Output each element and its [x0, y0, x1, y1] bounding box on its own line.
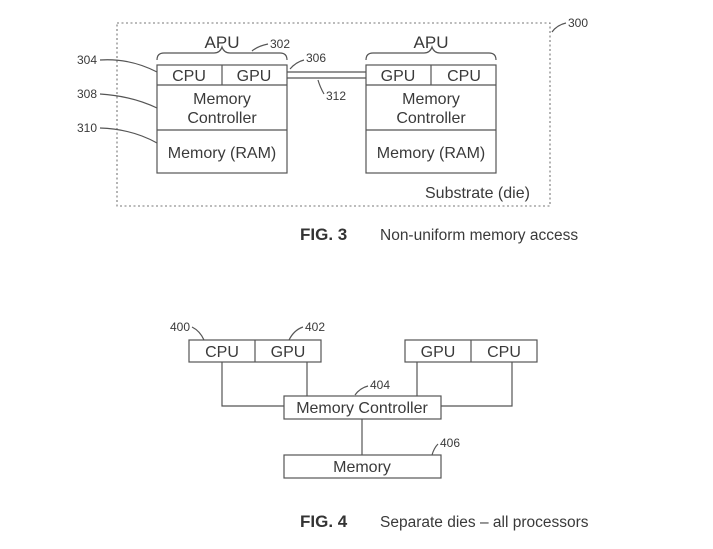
ref-300: 300 [568, 16, 588, 30]
apu-left-memory: Memory (RAM) [168, 145, 276, 162]
leader-302 [251, 43, 269, 52]
apu-right-memctrl-line2: Controller [396, 110, 466, 127]
apu-left-memctrl-line2: Controller [187, 110, 257, 127]
fig4-right-cpu: CPU [487, 344, 521, 361]
leader-402 [288, 326, 304, 341]
apu-right-title: APU [414, 33, 449, 52]
ref-406: 406 [440, 436, 460, 450]
leader-300 [551, 22, 567, 33]
fig4-left-gpu: GPU [271, 344, 306, 361]
ref-302: 302 [270, 37, 290, 51]
ref-308: 308 [77, 87, 97, 101]
ref-312: 312 [326, 89, 346, 103]
fig4-left-cpu: CPU [205, 344, 239, 361]
ref-304: 304 [77, 53, 97, 67]
apu-left: APU 302 CPU GPU Memory Controller Memory… [156, 33, 290, 174]
fig4-memory: Memory [333, 459, 391, 476]
ref-404: 404 [370, 378, 390, 392]
ref-402: 402 [305, 320, 325, 334]
fig4-right-gpu: GPU [421, 344, 456, 361]
conn-left-cpu [221, 362, 284, 407]
apu-right-memory: Memory (RAM) [377, 145, 485, 162]
conn-right-cpu [441, 362, 513, 407]
substrate-boundary [116, 22, 551, 207]
leader-404 [354, 385, 369, 396]
substrate-label: Substrate (die) [425, 185, 530, 202]
apu-right-memctrl-line1: Memory [402, 91, 460, 108]
leader-304 [99, 59, 158, 73]
leader-308 [99, 93, 158, 109]
ref-306: 306 [306, 51, 326, 65]
leader-406 [431, 443, 439, 456]
apu-left-gpu: GPU [237, 68, 272, 85]
fig3-caption: Non-uniform memory access [380, 227, 578, 244]
fig3-diagram: 300 Substrate (die) APU 302 CPU GPU Memo… [77, 16, 588, 244]
leader-310 [99, 127, 158, 144]
apu-left-title: APU [205, 33, 240, 52]
apu-left-memctrl-line1: Memory [193, 91, 251, 108]
apu-right: APU GPU CPU Memory Controller Memory (RA… [365, 33, 497, 174]
ref-400: 400 [170, 320, 190, 334]
fig4-label: FIG. 4 [300, 512, 348, 531]
apu-right-brace [365, 45, 497, 61]
fig4-memory-controller: Memory Controller [296, 400, 428, 417]
leader-312 [317, 79, 325, 95]
fig4-memory-box [283, 454, 442, 479]
fig3-label: FIG. 3 [300, 225, 347, 244]
apu-left-brace [156, 45, 288, 61]
apu-right-cpu: CPU [447, 68, 481, 85]
ref-310: 310 [77, 121, 97, 135]
fig4-diagram: 400 402 CPU GPU GPU CPU Memory Controlle… [170, 320, 589, 531]
leader-306 [289, 59, 305, 70]
apu-left-cpu: CPU [172, 68, 206, 85]
leader-400 [191, 326, 205, 341]
fig4-caption: Separate dies – all processors [380, 514, 589, 531]
apu-right-gpu: GPU [381, 68, 416, 85]
